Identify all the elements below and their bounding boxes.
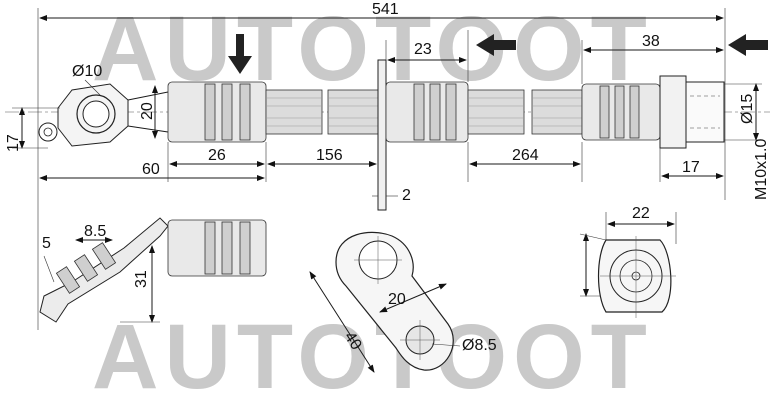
dim-tail-len: 38	[642, 33, 660, 50]
dim-overall: 541	[37, 1, 726, 330]
flow-arrow-icon-2	[476, 34, 516, 56]
dim-plate-hole: Ø8.5	[462, 337, 497, 354]
dim-nut-face: 22	[632, 205, 650, 222]
hose-segment-1	[265, 89, 383, 135]
dim-fitting-len: 26	[208, 147, 226, 164]
dim-nut-dia: Ø15	[739, 94, 756, 124]
flow-arrow-icon	[228, 34, 252, 74]
bent-end-view	[39, 217, 267, 323]
nut-face-view	[597, 236, 676, 318]
dim-end-height: 20	[139, 102, 156, 120]
dim-plate-width: 20	[388, 291, 406, 308]
dim-seg-b: 264	[512, 147, 539, 164]
dim-bend-a: 5	[42, 235, 51, 252]
flow-arrow-icon-3	[728, 34, 768, 56]
dim-seg-a: 156	[316, 147, 343, 164]
watermark-bottom: AUTOTOOT	[92, 306, 653, 403]
dim-end-length: 60	[142, 161, 160, 178]
dim-bend-c: 31	[133, 270, 150, 288]
hose-segment-2	[467, 89, 583, 135]
dim-end-offset: 17	[5, 134, 22, 152]
dim-nut-len: 17	[682, 159, 700, 176]
middle-bracket-fitting	[377, 59, 469, 211]
dim-bracket-thk: 2	[402, 187, 411, 204]
right-fitting	[581, 75, 725, 149]
dim-bracket-width: 23	[414, 41, 432, 58]
banjo-end-fitting	[38, 83, 169, 147]
left-fitting	[167, 81, 267, 143]
dim-thread: M10x1.0	[753, 139, 770, 200]
dim-overall-label: 541	[372, 1, 399, 18]
dim-eye-dia: Ø10	[72, 63, 102, 80]
dim-bend-b: 8.5	[84, 223, 106, 240]
